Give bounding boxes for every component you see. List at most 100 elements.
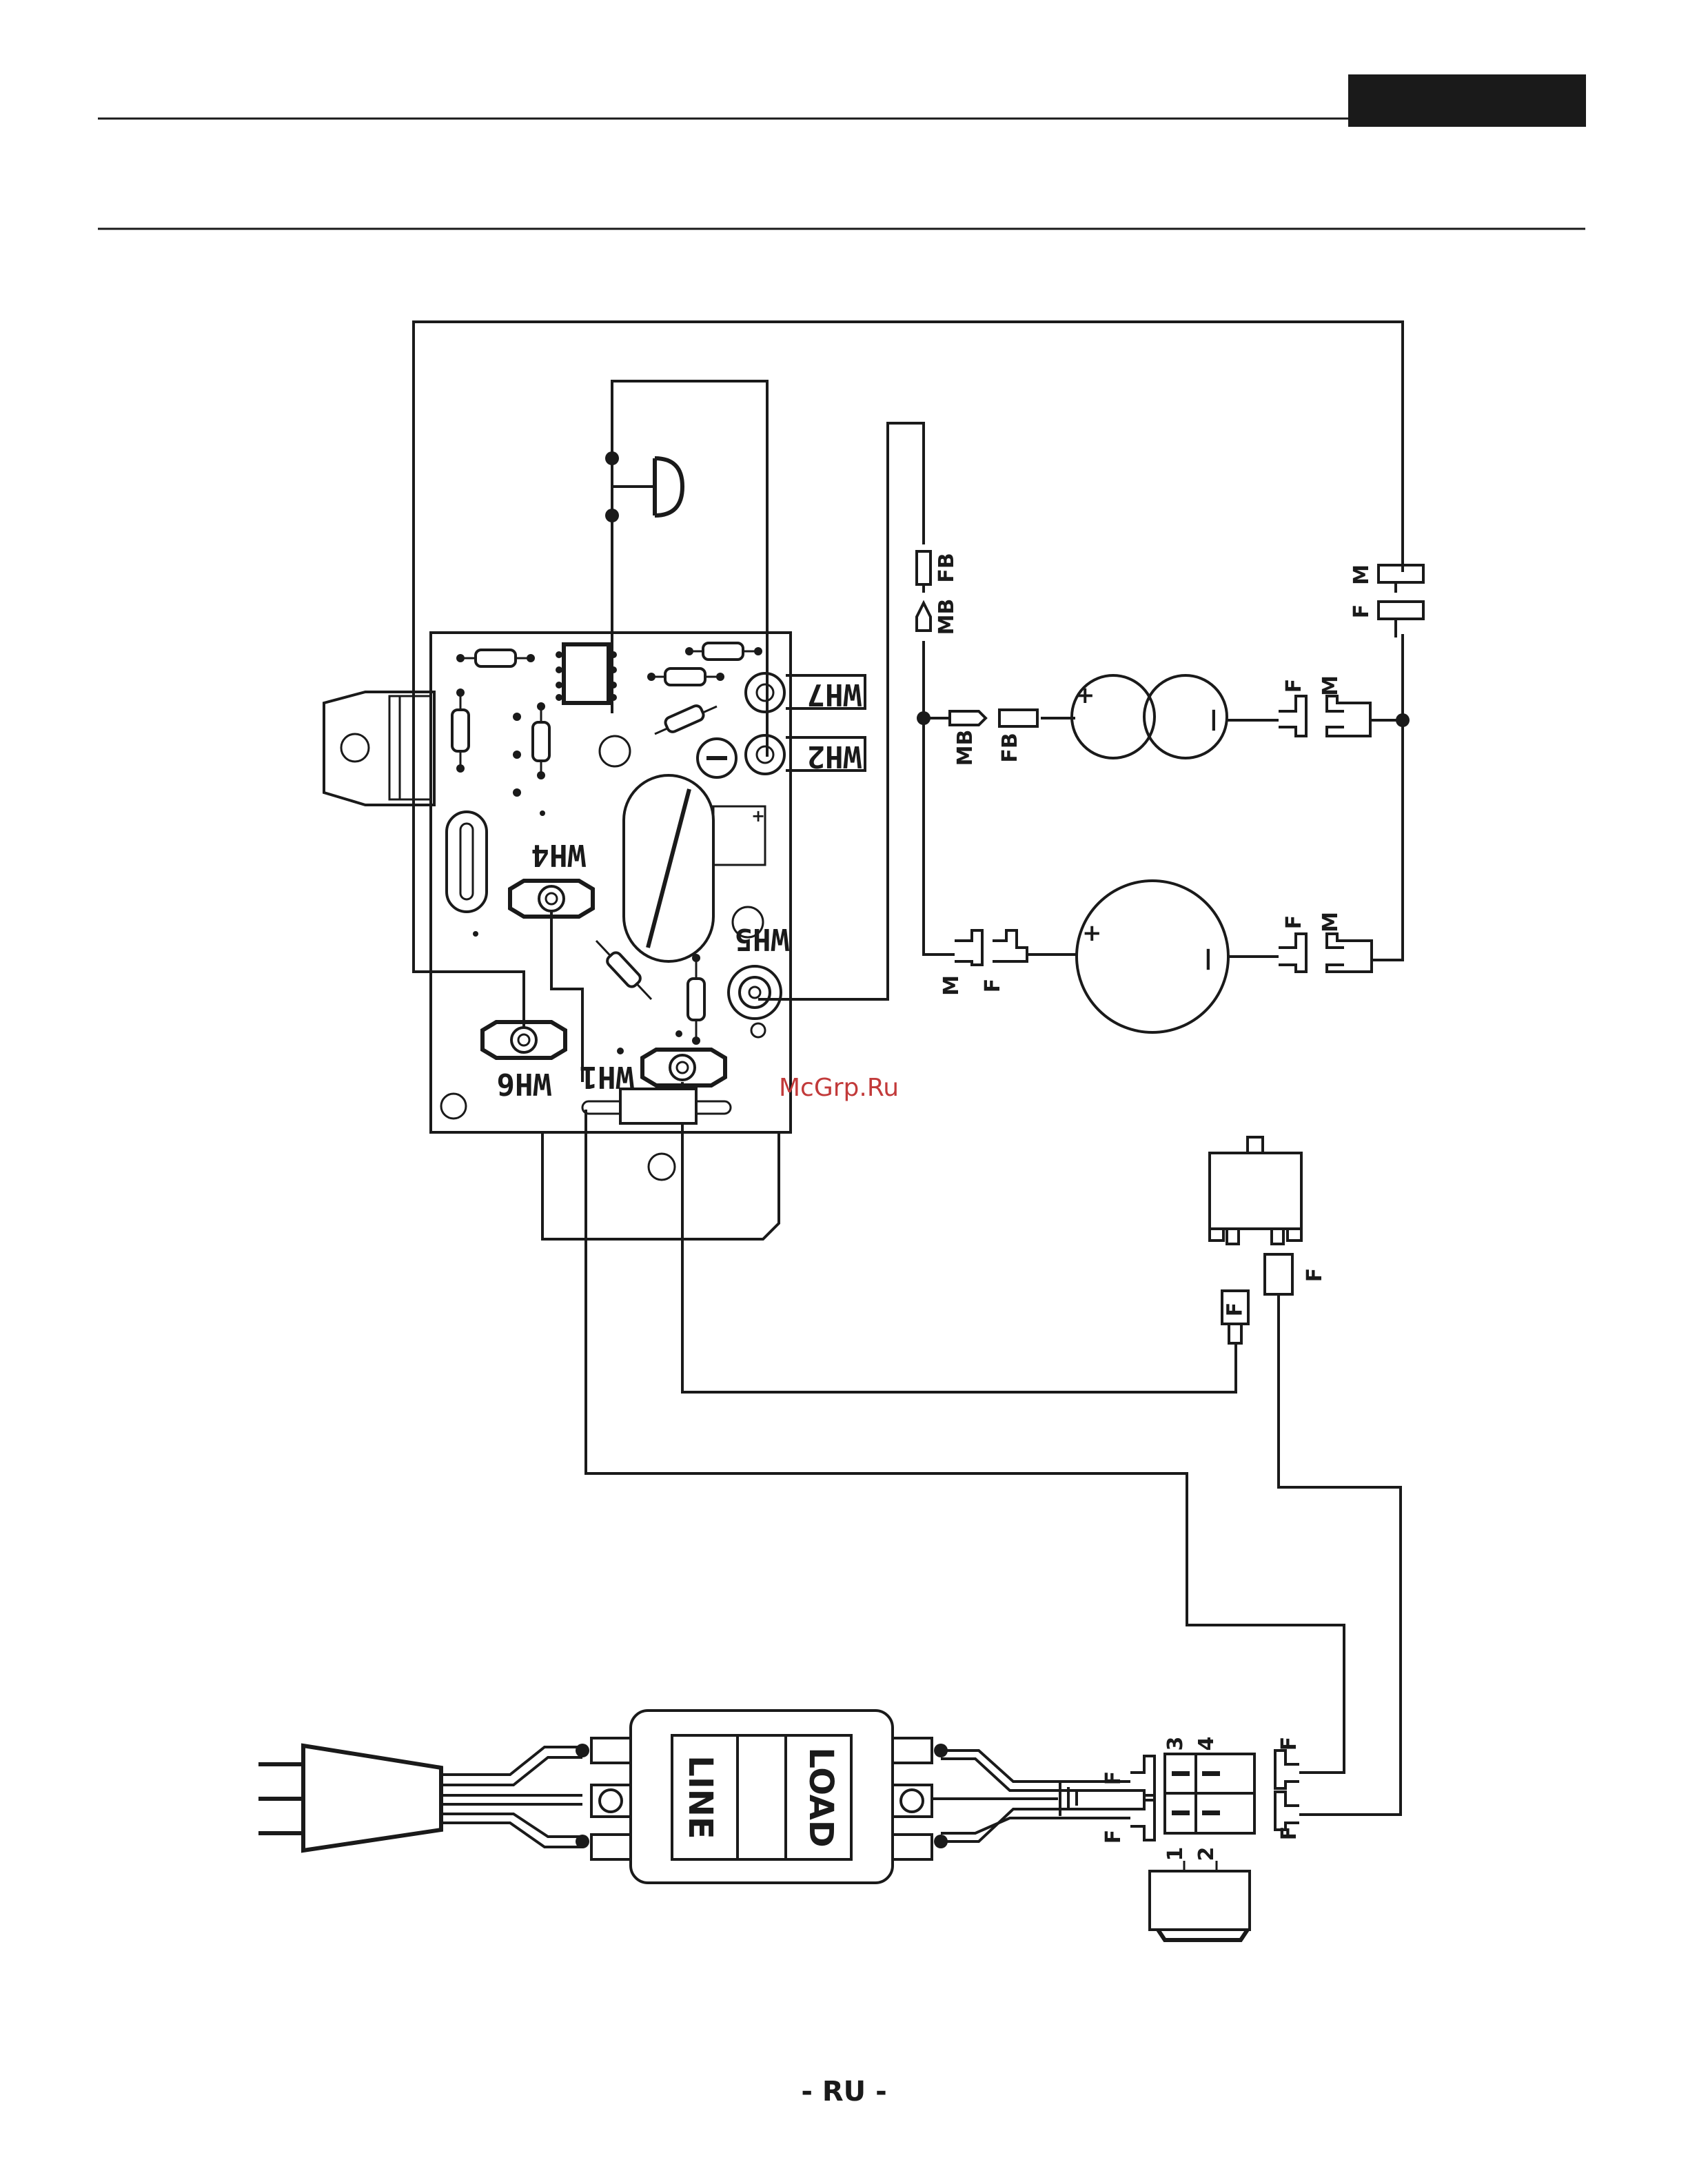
connector-lower-motor-right (1279, 934, 1372, 972)
switch-pin-4: 4 (1194, 1737, 1219, 1751)
label-upper-right-f: F (1282, 679, 1306, 693)
switch-pin-2: 2 (1194, 1847, 1219, 1861)
connector-switch-left-lower (1130, 1795, 1155, 1840)
ic-pin (556, 666, 562, 673)
switch-pin-1: 1 (1163, 1847, 1188, 1861)
ic-pin (610, 694, 617, 701)
lower-motor-minus: — (1193, 948, 1221, 971)
mount-hole (341, 734, 369, 762)
pin-fb (917, 551, 931, 593)
pcb-pad (751, 1023, 765, 1037)
cord-top (441, 1747, 582, 1775)
label-wh7: WH7 (807, 677, 862, 712)
label-relay-right: F (1303, 1268, 1327, 1283)
resistor (533, 702, 549, 779)
label-fb: FB (935, 553, 959, 582)
connector-relay-right (1265, 1254, 1292, 1294)
sensor-pad (600, 736, 630, 766)
filter-line-label: LINE (681, 1755, 720, 1839)
pcb-slot-cap (620, 1089, 696, 1123)
fuse-holder (447, 812, 487, 912)
ground-icon (1060, 1782, 1077, 1816)
node-dot (605, 451, 619, 465)
pcb-pad (675, 1030, 682, 1037)
diode (655, 704, 717, 734)
cord-top-b (441, 1757, 582, 1785)
switch-pin-3: 3 (1163, 1737, 1188, 1751)
power-plug (258, 1746, 441, 1850)
rocker-switch (1150, 1861, 1250, 1940)
terminal-wh6 (482, 1022, 565, 1058)
header-badge (1348, 74, 1586, 127)
node-dot (917, 711, 931, 725)
upper-motor-minus: — (1199, 708, 1226, 732)
label-wh2: WH2 (807, 739, 862, 774)
thermal-sensor (655, 458, 682, 516)
pcb-pad (473, 931, 478, 937)
connector-upper-motor-left (950, 710, 1037, 726)
ic-pin (556, 651, 562, 658)
page-footer: - RU - (0, 2076, 1688, 2108)
label-lower-left-f: F (981, 979, 1005, 993)
label-switch-right-lower: F (1277, 1826, 1301, 1841)
label-wh6: WH6 (497, 1066, 551, 1101)
wire-wh1-to-switch (586, 1110, 1344, 1773)
cord-bot-b (441, 1823, 582, 1847)
resistor (685, 643, 762, 660)
ic-pin (610, 682, 617, 688)
terminal-wh7-pin (757, 684, 773, 701)
ic-chip (564, 644, 609, 703)
ic-pin (556, 694, 562, 701)
node-dot (1396, 713, 1410, 727)
pcb-pad (513, 751, 521, 759)
wire-mb-down (924, 641, 955, 955)
wire-sensor-loop (612, 381, 767, 757)
label-upper-right-m: M (1319, 675, 1343, 696)
resistor (456, 650, 535, 666)
label-top-right-m: M (1350, 564, 1374, 585)
pcb-pad (513, 713, 521, 721)
upper-motor-plus: + (1075, 682, 1095, 709)
terminal-wh2-pin (757, 746, 773, 763)
label-relay-left: F (1223, 1303, 1248, 1317)
label-switch-right-upper: F (1277, 1737, 1301, 1751)
label-switch-left-lower: F (1101, 1830, 1126, 1844)
mount-hole (649, 1154, 675, 1180)
terminal-wh2-ring (746, 735, 784, 774)
line-filter (591, 1711, 932, 1883)
terminal-wh5-pin (749, 987, 760, 998)
switch-terminal-block (1165, 1754, 1254, 1833)
filter-load-label: LOAD (802, 1747, 840, 1847)
heatsink-fins (389, 696, 431, 799)
label-lower-left-m: M (939, 975, 964, 996)
resistor (647, 669, 724, 685)
large-capacitor (624, 775, 713, 961)
resistor (452, 688, 469, 773)
resistor (688, 954, 704, 1045)
connector-top-right (1379, 565, 1423, 637)
ic-pin (610, 666, 617, 673)
node-dot (605, 509, 619, 522)
terminal-wh5-inner (740, 977, 770, 1008)
pcb-pad (617, 1048, 624, 1054)
pin-mb (917, 603, 931, 631)
terminal-wh1 (642, 1050, 725, 1085)
ic-pin (556, 682, 562, 688)
relay (1210, 1137, 1301, 1244)
ic-pin (610, 651, 617, 658)
pcb-pad (513, 788, 521, 797)
rectifier-plus: + (751, 806, 765, 826)
connector-switch-left-upper (1130, 1756, 1155, 1800)
label-upper-fb: FB (998, 733, 1022, 762)
node-dot (576, 1835, 589, 1848)
pcb-pad (540, 810, 545, 816)
diode (596, 941, 651, 999)
lower-motor-plus: + (1082, 919, 1102, 947)
watermark: McGrp.Ru (779, 1074, 899, 1102)
connector-upper-motor-right (1279, 696, 1370, 736)
label-lower-right-m: M (1319, 912, 1343, 932)
label-lower-right-f: F (1282, 915, 1306, 930)
label-upper-mb: MB (953, 730, 977, 766)
label-top-right-f: F (1350, 604, 1374, 619)
node-dot (576, 1744, 589, 1757)
